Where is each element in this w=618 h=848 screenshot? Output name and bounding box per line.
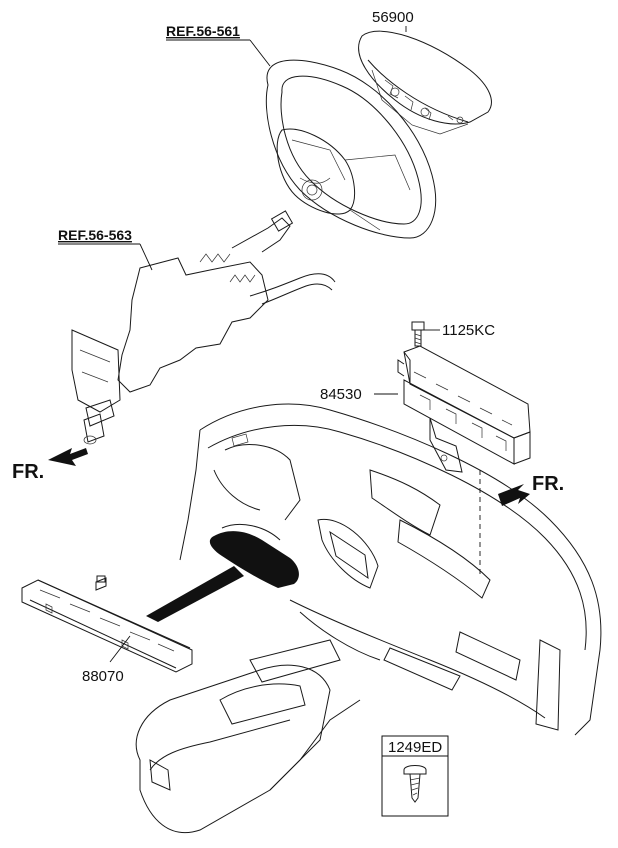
label-1249ed: 1249ED xyxy=(388,739,442,756)
column-cover-highlight xyxy=(209,523,299,588)
dashboard xyxy=(179,403,602,736)
ref-561-leader xyxy=(249,39,271,67)
screw-box xyxy=(381,735,449,817)
steering-wheel xyxy=(265,59,436,239)
label-fr-right: FR. xyxy=(532,473,564,495)
assembly-arrow xyxy=(146,566,244,622)
knee-module-88070 xyxy=(21,575,193,673)
88070-leader xyxy=(109,635,131,663)
driver-airbag-module xyxy=(358,30,492,135)
screw-icon xyxy=(403,765,427,803)
label-fr-left: FR. xyxy=(12,461,44,483)
label-ref-56-563: REF.56-563 xyxy=(58,227,132,243)
label-88070: 88070 xyxy=(82,668,124,685)
bolt-1125kc xyxy=(411,321,425,347)
fr-arrow-right xyxy=(498,484,530,506)
label-84530: 84530 xyxy=(320,386,362,403)
fr-arrow-left xyxy=(48,448,88,466)
center-console xyxy=(135,639,361,834)
passenger-airbag-module xyxy=(397,345,531,473)
steering-column xyxy=(71,210,336,445)
label-ref-56-561: REF.56-561 xyxy=(166,23,240,39)
ref-563-leader xyxy=(139,243,153,271)
label-56900: 56900 xyxy=(372,9,414,26)
label-1125kc: 1125KC xyxy=(442,322,495,339)
